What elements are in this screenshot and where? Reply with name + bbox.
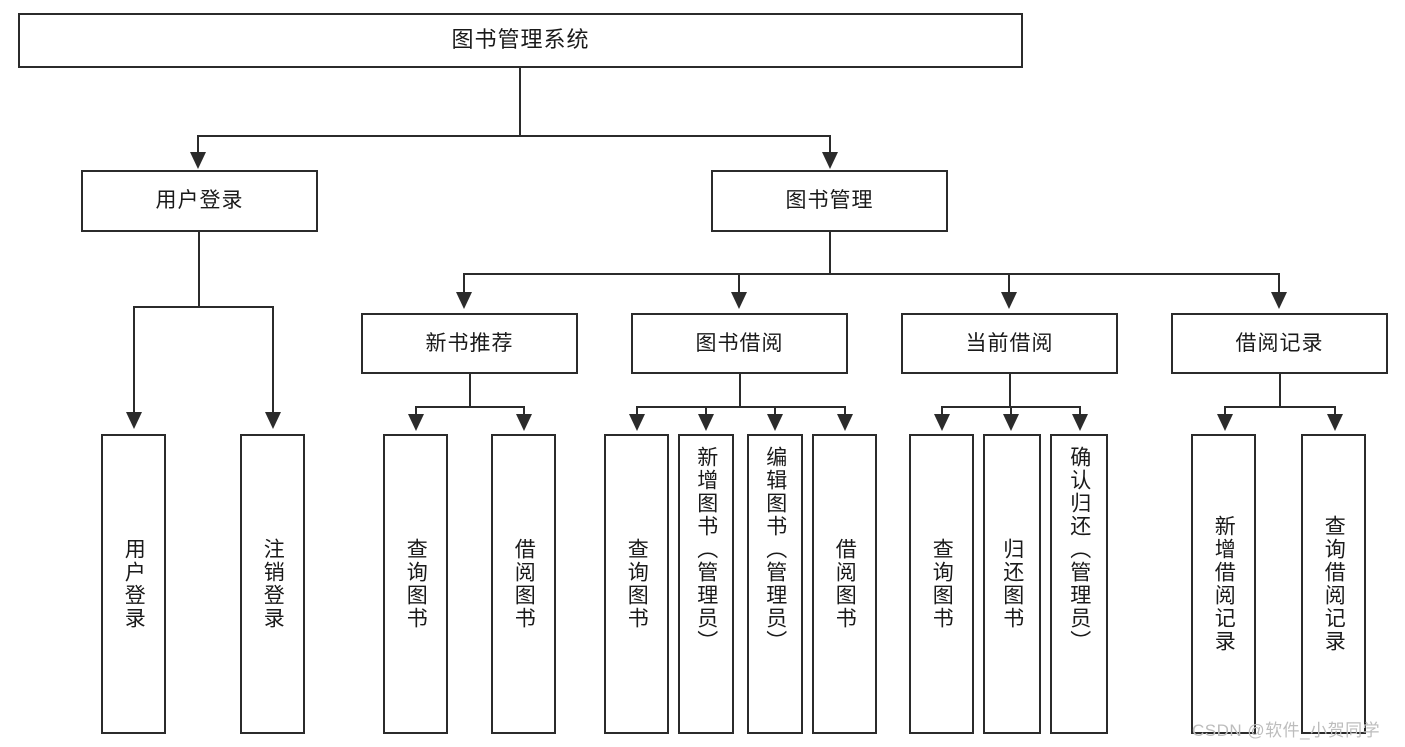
arrow-icon-current-borrow-leaf-3 bbox=[1072, 414, 1088, 431]
connector-root-to-user-login bbox=[197, 135, 199, 156]
leaf-user-login-logout[interactable]: 注销登录 bbox=[240, 434, 305, 734]
connector-current-borrow-stem bbox=[1009, 374, 1011, 407]
arrow-icon-root-to-book-management bbox=[822, 152, 838, 169]
leaf-borrow-record-query-record[interactable]: 查询借阅记录 bbox=[1301, 434, 1366, 734]
node-new-book-recommend[interactable]: 新书推荐 bbox=[361, 313, 578, 374]
arrow-icon-book-borrow-leaf-1 bbox=[629, 414, 645, 431]
node-label: 查询图书 bbox=[930, 538, 954, 630]
connector-current-borrow-leaf-1 bbox=[941, 406, 943, 418]
leaf-book-borrow-edit-book-admin[interactable]: 编辑图书（管理员） bbox=[747, 434, 803, 734]
leaf-book-borrow-borrow-books[interactable]: 借阅图书 bbox=[812, 434, 877, 734]
connector-book-borrow-bus bbox=[636, 406, 846, 408]
node-current-borrow[interactable]: 当前借阅 bbox=[901, 313, 1118, 374]
connector-bm-to-borrow-record bbox=[1278, 273, 1280, 296]
node-label: 借阅图书 bbox=[512, 538, 536, 630]
connector-current-borrow-leaf-2 bbox=[1010, 406, 1012, 418]
connector-borrow-record-stem bbox=[1279, 374, 1281, 407]
node-root-book-management-system[interactable]: 图书管理系统 bbox=[18, 13, 1023, 68]
node-label: 确认归还（管理员） bbox=[1067, 446, 1091, 653]
connector-user-login-to-leaf-1 bbox=[133, 306, 135, 416]
connector-user-login-to-leaf-2 bbox=[272, 306, 274, 416]
leaf-book-borrow-query-books[interactable]: 查询图书 bbox=[604, 434, 669, 734]
leaf-current-borrow-return-books[interactable]: 归还图书 bbox=[983, 434, 1041, 734]
node-label: 图书管理 bbox=[785, 189, 874, 213]
node-user-login[interactable]: 用户登录 bbox=[81, 170, 318, 232]
connector-borrow-record-bus bbox=[1224, 406, 1336, 408]
connector-book-management-stem bbox=[829, 232, 831, 274]
arrow-icon-bm-current-borrow bbox=[1001, 292, 1017, 309]
connector-new-book-bus bbox=[415, 406, 525, 408]
leaf-user-login-login[interactable]: 用户登录 bbox=[101, 434, 166, 734]
node-book-management[interactable]: 图书管理 bbox=[711, 170, 948, 232]
arrow-icon-book-borrow-leaf-2 bbox=[698, 414, 714, 431]
arrow-icon-book-borrow-leaf-4 bbox=[837, 414, 853, 431]
connector-book-management-bus bbox=[463, 273, 1280, 275]
connector-bm-to-new-book bbox=[463, 273, 465, 296]
connector-user-login-stem bbox=[198, 232, 200, 307]
leaf-borrow-record-add-record[interactable]: 新增借阅记录 bbox=[1191, 434, 1256, 734]
arrow-icon-borrow-record-leaf-2 bbox=[1327, 414, 1343, 431]
arrow-icon-new-book-leaf-1 bbox=[408, 414, 424, 431]
node-label: 新增图书（管理员） bbox=[694, 446, 718, 653]
leaf-current-borrow-query-books[interactable]: 查询图书 bbox=[909, 434, 974, 734]
arrow-icon-bm-book-borrow bbox=[731, 292, 747, 309]
connector-root-stem bbox=[519, 68, 521, 135]
node-label: 归还图书 bbox=[1000, 538, 1024, 630]
node-label: 新书推荐 bbox=[425, 331, 514, 355]
connector-book-borrow-stem bbox=[739, 374, 741, 407]
arrow-icon-new-book-leaf-2 bbox=[516, 414, 532, 431]
arrow-icon-book-borrow-leaf-3 bbox=[767, 414, 783, 431]
node-label: 借阅记录 bbox=[1235, 331, 1324, 355]
arrow-icon-bm-borrow-record bbox=[1271, 292, 1287, 309]
connector-borrow-record-leaf-1 bbox=[1224, 406, 1226, 418]
connector-book-borrow-leaf-4 bbox=[844, 406, 846, 418]
connector-book-borrow-leaf-3 bbox=[774, 406, 776, 418]
node-label: 查询图书 bbox=[625, 538, 649, 630]
node-label: 图书管理系统 bbox=[451, 27, 590, 53]
leaf-current-borrow-confirm-return-admin[interactable]: 确认归还（管理员） bbox=[1050, 434, 1108, 734]
arrow-icon-user-login-leaf-2 bbox=[265, 412, 281, 429]
connector-bm-to-book-borrow bbox=[738, 273, 740, 296]
connector-root-to-book-management bbox=[829, 135, 831, 156]
arrow-icon-bm-new-book bbox=[456, 292, 472, 309]
arrow-icon-user-login-leaf-1 bbox=[126, 412, 142, 429]
arrow-icon-borrow-record-leaf-1 bbox=[1217, 414, 1233, 431]
connector-book-borrow-leaf-2 bbox=[705, 406, 707, 418]
connector-bm-to-current-borrow bbox=[1008, 273, 1010, 296]
arrow-icon-current-borrow-leaf-2 bbox=[1003, 414, 1019, 431]
node-label: 图书借阅 bbox=[695, 331, 784, 355]
connector-book-borrow-leaf-1 bbox=[636, 406, 638, 418]
csdn-watermark: CSDN @软件_小贺同学 bbox=[1192, 721, 1381, 740]
leaf-new-book-borrow-books[interactable]: 借阅图书 bbox=[491, 434, 556, 734]
node-label: 用户登录 bbox=[155, 189, 244, 213]
connector-borrow-record-leaf-2 bbox=[1334, 406, 1336, 418]
connector-new-book-stem bbox=[469, 374, 471, 407]
arrow-icon-current-borrow-leaf-1 bbox=[934, 414, 950, 431]
node-label: 借阅图书 bbox=[833, 538, 857, 630]
node-label: 编辑图书（管理员） bbox=[763, 446, 787, 653]
node-label: 用户登录 bbox=[122, 538, 146, 630]
connector-root-bus bbox=[197, 135, 831, 137]
node-label: 查询图书 bbox=[404, 538, 428, 630]
node-label: 当前借阅 bbox=[965, 331, 1054, 355]
leaf-new-book-query-books[interactable]: 查询图书 bbox=[383, 434, 448, 734]
connector-current-borrow-leaf-3 bbox=[1079, 406, 1081, 418]
node-label: 注销登录 bbox=[261, 538, 285, 630]
node-book-borrow[interactable]: 图书借阅 bbox=[631, 313, 848, 374]
leaf-book-borrow-add-book-admin[interactable]: 新增图书（管理员） bbox=[678, 434, 734, 734]
connector-new-book-leaf-2 bbox=[523, 406, 525, 418]
connector-user-login-bus bbox=[133, 306, 274, 308]
node-borrow-record[interactable]: 借阅记录 bbox=[1171, 313, 1388, 374]
node-label: 新增借阅记录 bbox=[1212, 515, 1236, 653]
node-label: 查询借阅记录 bbox=[1322, 515, 1346, 653]
connector-new-book-leaf-1 bbox=[415, 406, 417, 418]
arrow-icon-root-to-user-login bbox=[190, 152, 206, 169]
